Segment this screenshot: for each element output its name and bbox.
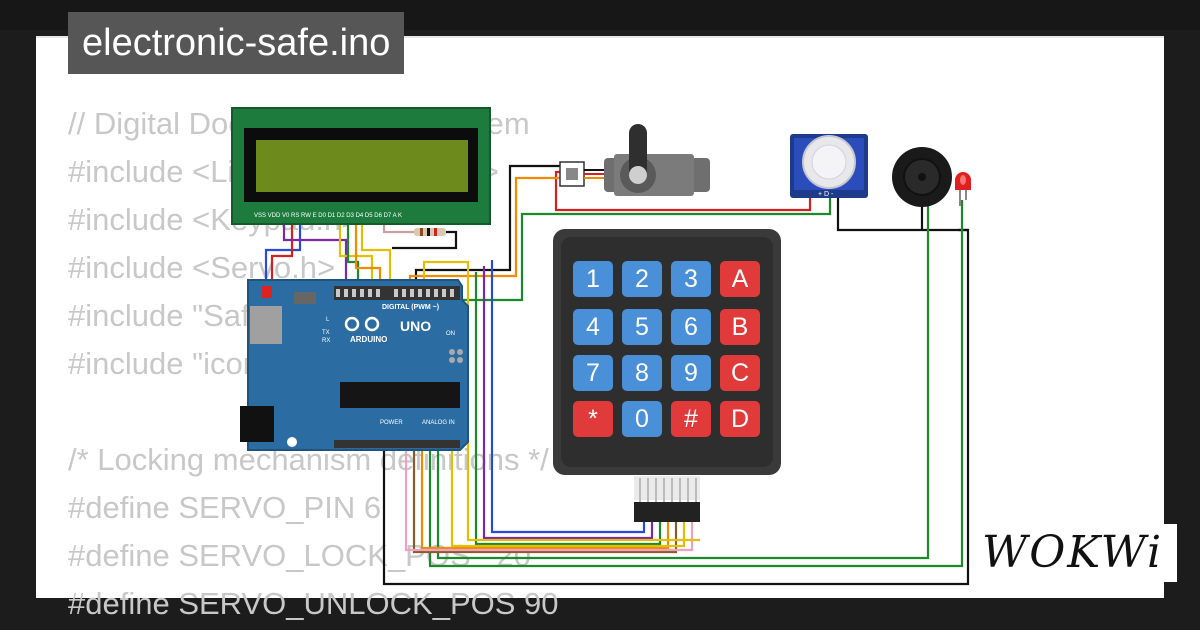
wire-servo-red <box>554 170 812 212</box>
wire-kp-yellow <box>450 444 686 548</box>
key-0[interactable]: 0 <box>622 401 662 437</box>
pir-pin-label: + D - <box>818 191 834 198</box>
key-2[interactable]: 2 <box>622 261 662 297</box>
key-3[interactable]: 3 <box>671 261 711 297</box>
membrane-keypad: 1 2 3 A 4 5 6 B 7 8 9 C * 0 # D <box>553 229 781 475</box>
l-label: L <box>326 317 330 323</box>
wire-pir-black <box>836 198 968 232</box>
uno-label: UNO <box>400 318 431 334</box>
key-6[interactable]: 6 <box>671 309 711 345</box>
red-led <box>955 172 971 206</box>
lcd-pin-labels: VSS VDD V0 RS RW E D0 D1 D2 D3 D4 D5 D6 … <box>254 213 402 219</box>
key-7[interactable]: 7 <box>573 355 613 391</box>
wokwi-logo: WOKWi <box>978 524 1178 582</box>
key-5[interactable]: 5 <box>622 309 662 345</box>
key-d[interactable]: D <box>720 401 760 437</box>
arduino-uno: DIGITAL (PWM ~) POWER ANALOG IN UNO ARDU… <box>240 279 469 451</box>
on-label: ON <box>446 331 455 337</box>
key-star[interactable]: * <box>573 401 613 437</box>
code-line: #define SERVO_PIN 6 <box>68 490 382 525</box>
analog-label: ANALOG IN <box>422 420 455 426</box>
arduino-label: ARDUINO <box>350 335 387 344</box>
wire-pir-green <box>460 198 832 302</box>
key-4[interactable]: 4 <box>573 309 613 345</box>
wire-kp-orange <box>420 444 670 550</box>
key-8[interactable]: 8 <box>622 355 662 391</box>
wire-kp-brown <box>412 444 678 554</box>
key-b[interactable]: B <box>720 309 760 345</box>
wire-kp-purple <box>482 266 654 540</box>
pir-sensor: + D - <box>790 134 868 198</box>
wire-kp-blue <box>490 260 646 534</box>
key-hash[interactable]: # <box>671 401 711 437</box>
wire-lcd-yellow2 <box>360 214 392 290</box>
wire-lcd-orange <box>354 214 382 290</box>
wires <box>264 164 970 586</box>
wire-kp-yellow2 <box>422 260 700 542</box>
project-title: electronic-safe.ino <box>68 12 405 74</box>
buzzer <box>892 147 952 207</box>
wire-kp-pink <box>404 444 694 552</box>
wire-lcd-green <box>346 214 360 290</box>
code-line: #define SERVO_UNLOCK_POS 90 <box>68 586 559 621</box>
tx-label: TX <box>322 330 330 336</box>
key-a[interactable]: A <box>720 261 760 297</box>
wire-led-green <box>428 200 964 568</box>
wire-resistor-b <box>392 230 458 250</box>
key-c[interactable]: C <box>720 355 760 391</box>
wire-lcd-purple <box>282 214 348 290</box>
key-9[interactable]: 9 <box>671 355 711 391</box>
key-1[interactable]: 1 <box>573 261 613 297</box>
wire-kp-green2 <box>474 272 662 546</box>
wire-buzzer-green <box>436 205 930 560</box>
power-label: POWER <box>380 420 403 426</box>
keypad-connector <box>634 476 700 522</box>
digital-label: DIGITAL (PWM ~) <box>382 304 439 311</box>
frame-right-edge <box>1164 36 1200 596</box>
rx-label: RX <box>322 338 330 344</box>
lcd-display: VSS VDD V0 RS RW E D0 D1 D2 D3 D4 D5 D6 … <box>231 107 491 236</box>
servo-motor <box>559 124 710 196</box>
